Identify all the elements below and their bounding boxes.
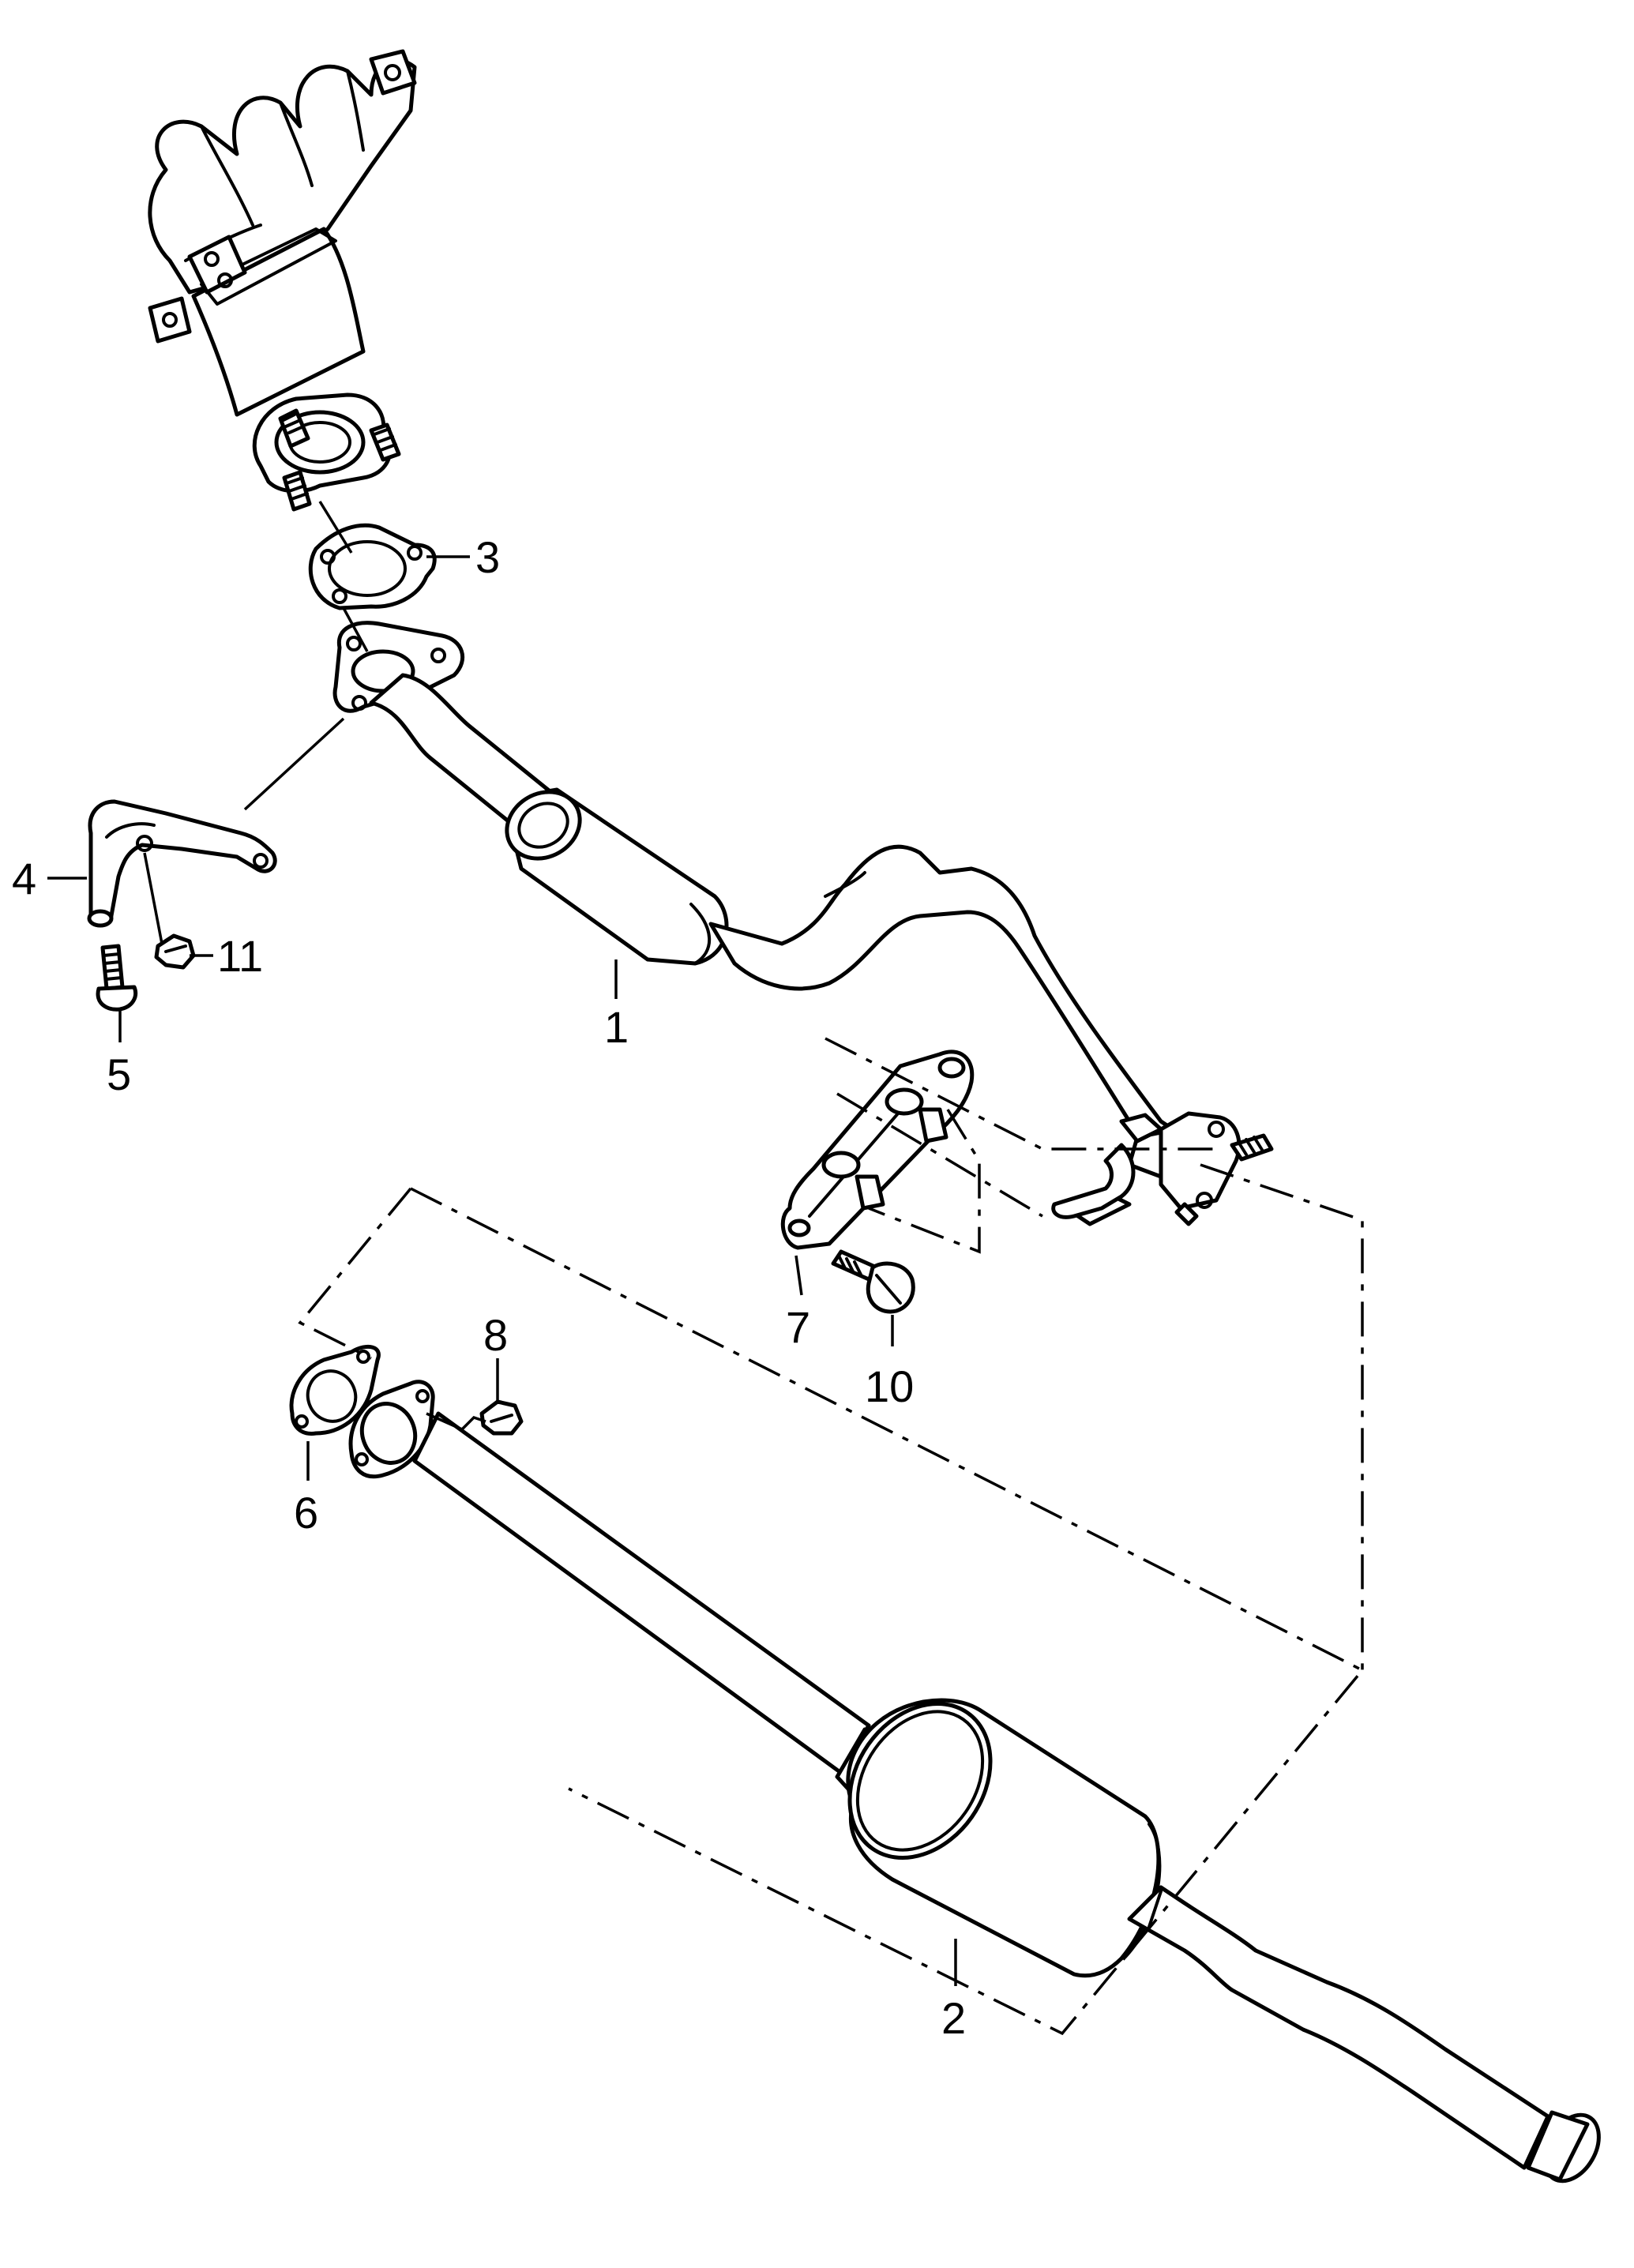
rear-pipe-with-silencer-2 [348,1380,1601,2184]
callout-2: 2 [941,1993,966,2043]
exhaust-bracket-4 [87,799,277,928]
gasket-6 [289,1344,381,1436]
callout-6: 6 [294,1488,318,1538]
bolt-5 [96,944,138,1012]
callout-5: 5 [107,1050,131,1099]
front-pipe-with-silencer-1 [332,621,1274,1226]
gasket-3 [308,523,437,610]
callout-11: 11 [217,931,263,981]
callout-4: 4 [12,854,36,903]
mounting-bracket [780,1050,975,1250]
exhaust-manifold-assembly [148,49,417,512]
callout-1: 1 [604,1002,629,1052]
callout-labels: 1 2 3 4 5 6 7 8 10 11 [12,532,966,2043]
assembly-outline-lines [298,1037,1365,2036]
nut-8 [479,1399,524,1436]
callout-10: 10 [865,1361,914,1411]
bolt-10 [831,1249,915,1314]
callout-3: 3 [475,532,500,582]
callout-8: 8 [483,1310,508,1360]
leader-lines [47,501,957,1986]
callout-7: 7 [786,1302,810,1352]
nut-11 [154,933,196,970]
